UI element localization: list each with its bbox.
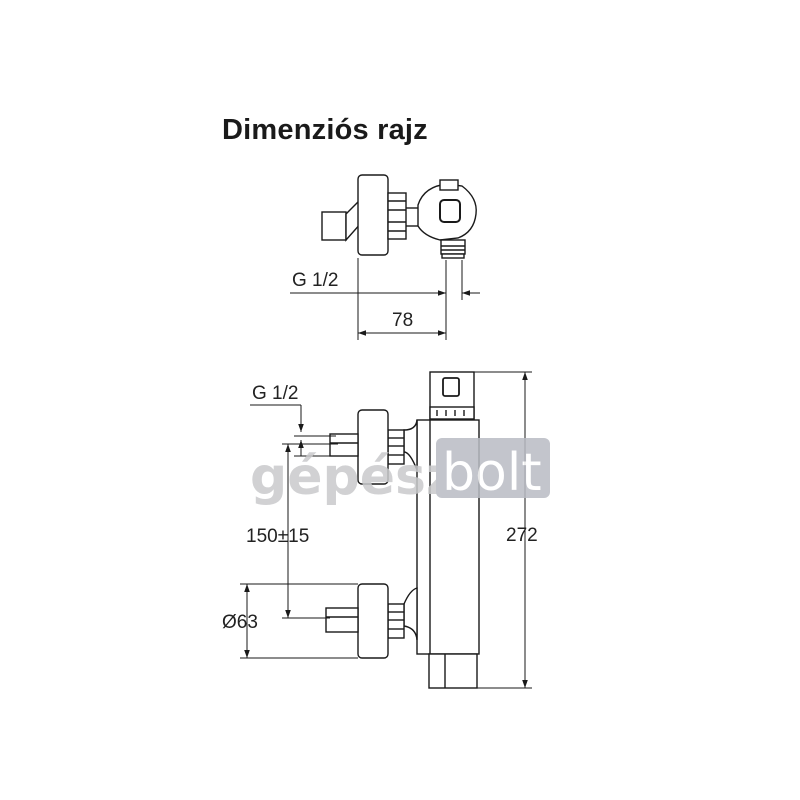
top-view-depth-label: 78: [392, 310, 413, 331]
top-view-thread-label: G 1/2: [292, 270, 338, 291]
top-view-hex-nut: [387, 192, 418, 240]
watermark-logo: gépész bolt: [250, 438, 550, 507]
front-view-thread-label: G 1/2: [252, 383, 298, 404]
front-view: [240, 371, 532, 689]
top-view-outlet: [440, 239, 466, 259]
lower-inlet: [325, 583, 418, 659]
watermark-text-gepesz: gépész: [250, 447, 456, 507]
page-title: Dimenziós rajz: [222, 114, 428, 146]
top-view-inlet-pipe: [321, 196, 363, 242]
top-view: [290, 174, 480, 340]
front-view-height-label: 272: [506, 525, 538, 546]
front-view-diameter-label: Ø63: [222, 612, 258, 633]
thermostat-body: [416, 371, 480, 689]
upper-inlet: [329, 409, 418, 485]
watermark-box: [436, 438, 550, 498]
top-view-rosette: [357, 174, 389, 256]
watermark-text-bolt: bolt: [442, 443, 542, 503]
front-view-spacing-label: 150±15: [246, 526, 309, 547]
top-view-knob: [439, 199, 461, 223]
